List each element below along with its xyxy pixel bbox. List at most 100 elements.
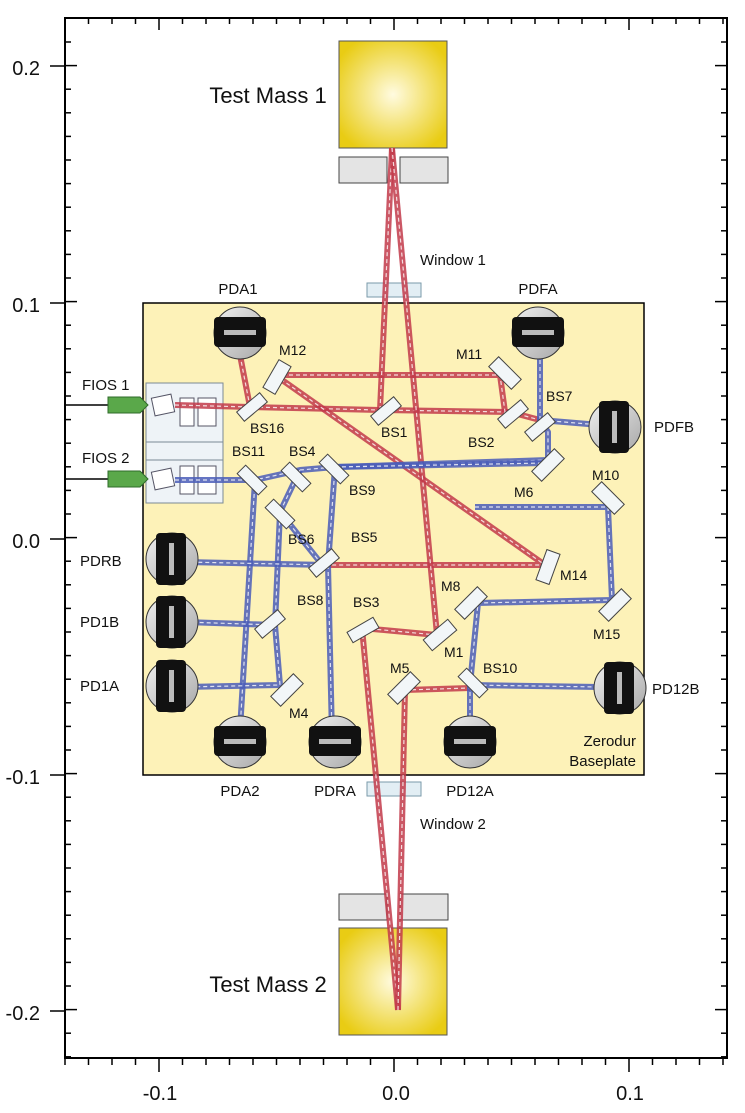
- y-tick-label: -0.1: [6, 767, 40, 789]
- optic-label-m10: M10: [592, 467, 619, 483]
- bs16-beam-splitter: [235, 392, 269, 422]
- optic-label-m1: M1: [444, 644, 464, 660]
- optic-label-m12: M12: [279, 342, 306, 358]
- pd-label-pda1: PDA1: [218, 281, 257, 298]
- x-tick-label: 0.0: [382, 1083, 410, 1105]
- pdfa-photodiode: [511, 306, 565, 360]
- fiber-tip-1: [107, 396, 149, 414]
- pd-label-pdfb: PDFB: [654, 419, 694, 436]
- window-1-label: Window 1: [420, 252, 486, 269]
- optic-label-bs7: BS7: [546, 388, 573, 404]
- x-tick-label: 0.1: [616, 1083, 644, 1105]
- housing-block: [399, 156, 449, 184]
- optic-label-bs6: BS6: [288, 531, 315, 547]
- m6-mirror: [531, 448, 565, 482]
- housing-block: [338, 156, 388, 184]
- optic-label-bs16: BS16: [250, 420, 284, 436]
- optic-label-bs2: BS2: [468, 434, 495, 450]
- optic-label-m6: M6: [514, 484, 534, 500]
- bs4-beam-splitter: [280, 461, 312, 493]
- beam-blue-core: [334, 462, 546, 468]
- fios-mount: [145, 382, 224, 504]
- m11-mirror: [488, 356, 522, 390]
- housing-block: [399, 893, 449, 921]
- y-tick-label: 0.0: [12, 531, 40, 553]
- bs9-beam-splitter: [318, 453, 350, 485]
- pd1b-photodiode: [145, 595, 199, 649]
- optic-label-m5: M5: [390, 660, 410, 676]
- pd12b-photodiode: [593, 661, 647, 715]
- optic-label-m15: M15: [593, 626, 620, 642]
- beam-blue-core: [327, 564, 333, 736]
- optic-label-bs4: BS4: [289, 443, 316, 459]
- pdra-photodiode: [308, 715, 362, 769]
- bs5-beam-splitter: [307, 548, 341, 578]
- m10-mirror: [591, 481, 625, 515]
- m12-mirror: [262, 358, 292, 396]
- optic-label-bs3: BS3: [353, 594, 380, 610]
- y-tick-label: 0.2: [12, 58, 40, 80]
- test-mass-1-label: Test Mass 1: [209, 83, 326, 108]
- pd-label-pda2: PDA2: [220, 783, 259, 800]
- m15-mirror: [598, 588, 632, 622]
- beam-red-core: [404, 687, 471, 691]
- optic-label-m4: M4: [289, 705, 309, 721]
- baseplate-label-line2: Baseplate: [569, 753, 636, 770]
- bs3-beam-splitter: [346, 616, 380, 644]
- fios-1-label: FIOS 1: [82, 377, 130, 394]
- pd12a-photodiode: [443, 715, 497, 769]
- pdrb-photodiode: [145, 532, 199, 586]
- window-1: [366, 282, 422, 298]
- window-2-label: Window 2: [420, 816, 486, 833]
- pda1-photodiode: [213, 306, 267, 360]
- beam-red-core: [379, 147, 393, 411]
- m4-mirror: [270, 673, 304, 707]
- beam-blue-core: [469, 506, 613, 688]
- bs8-beam-splitter: [253, 609, 287, 639]
- pd-label-pd12b: PD12B: [652, 681, 700, 698]
- optic-label-bs10: BS10: [483, 660, 517, 676]
- bs7-beam-splitter: [523, 412, 557, 442]
- bs2-beam-splitter: [496, 399, 530, 429]
- test-mass-1: [338, 40, 448, 149]
- pd-label-pd1a: PD1A: [80, 678, 119, 695]
- axis-ticks: [50, 18, 727, 1072]
- test-mass-2-label: Test Mass 2: [209, 972, 326, 997]
- optic-label-m8: M8: [441, 578, 461, 594]
- pd-label-pdrb: PDRB: [80, 553, 122, 570]
- optic-label-bs9: BS9: [349, 482, 376, 498]
- optical-components: [235, 356, 632, 707]
- optic-label-bs11: BS11: [232, 443, 265, 459]
- pda2-photodiode: [213, 715, 267, 769]
- beam-red-core: [361, 627, 438, 636]
- y-tick-label: 0.1: [12, 295, 40, 317]
- optic-label-bs8: BS8: [297, 592, 324, 608]
- m8-mirror: [454, 586, 488, 620]
- m14-mirror: [535, 548, 561, 586]
- housing-block: [338, 893, 388, 921]
- optic-label-bs5: BS5: [351, 529, 378, 545]
- beam-red-core: [397, 689, 406, 1011]
- bs11-beam-splitter: [236, 464, 268, 496]
- fiber-tip-2: [107, 470, 149, 488]
- fios-2-label: FIOS 2: [82, 450, 130, 467]
- pd-label-pdra: PDRA: [314, 783, 356, 800]
- bs1-beam-splitter: [369, 396, 403, 426]
- beam-blue-core: [184, 469, 301, 626]
- optic-label-m11: M11: [456, 346, 482, 362]
- optic-label-m14: M14: [560, 567, 587, 583]
- pd-label-pdfa: PDFA: [518, 281, 557, 298]
- beam-red-core: [391, 147, 438, 636]
- pd1a-photodiode: [145, 659, 199, 713]
- m5-mirror: [387, 671, 421, 705]
- optic-label-bs1: BS1: [381, 424, 408, 440]
- bs6-beam-splitter: [264, 498, 296, 530]
- y-tick-label: -0.2: [6, 1003, 40, 1025]
- pd-label-pd12a: PD12A: [446, 783, 494, 800]
- pdfb-photodiode: [588, 400, 642, 454]
- baseplate-label-line1: Zerodur: [583, 733, 636, 750]
- photodiodes: [145, 306, 647, 769]
- x-tick-label: -0.1: [143, 1083, 177, 1105]
